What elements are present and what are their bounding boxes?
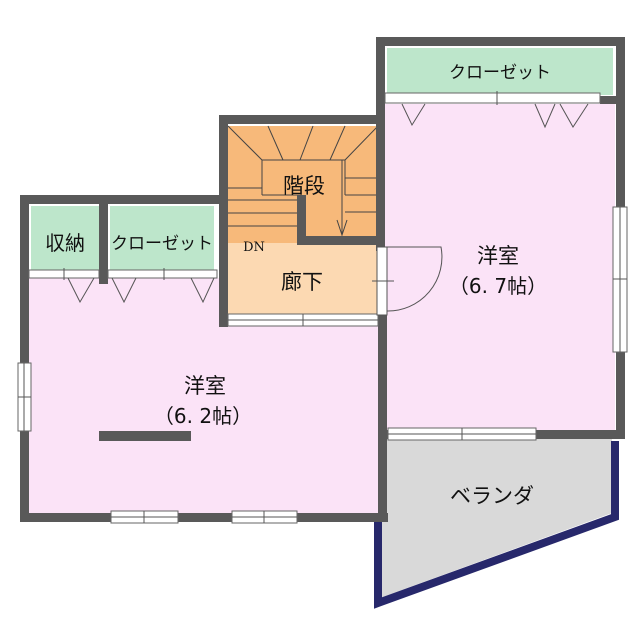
veranda-label: ベランダ xyxy=(450,484,534,508)
window-mullions xyxy=(18,91,627,523)
stair-lines xyxy=(227,125,379,237)
stairs-direction-label: DN xyxy=(243,240,265,255)
veranda-edge xyxy=(374,441,619,609)
closet-top-floor xyxy=(387,48,613,95)
storage-floor xyxy=(31,206,99,270)
walls xyxy=(20,37,625,522)
storage-label: 収納 xyxy=(45,231,85,255)
built-in-shelf xyxy=(99,431,191,441)
closet-top-label: クローゼット xyxy=(449,63,551,83)
closet-left-label: クローゼット xyxy=(111,234,213,254)
veranda-area xyxy=(380,437,612,598)
closet-left-floor xyxy=(110,206,214,270)
western-room-left-size: （6. 2帖） xyxy=(153,404,253,428)
hallway-label: 廊下 xyxy=(281,270,323,294)
western-room-right-size: （6. 7帖） xyxy=(448,274,548,298)
hallway-floor xyxy=(228,242,378,315)
western-room-right-floor xyxy=(383,104,615,432)
stairs-label: 階段 xyxy=(283,174,325,198)
western-room-left-label: 洋室 xyxy=(184,374,226,398)
western-room-right-label: 洋室 xyxy=(477,244,519,268)
